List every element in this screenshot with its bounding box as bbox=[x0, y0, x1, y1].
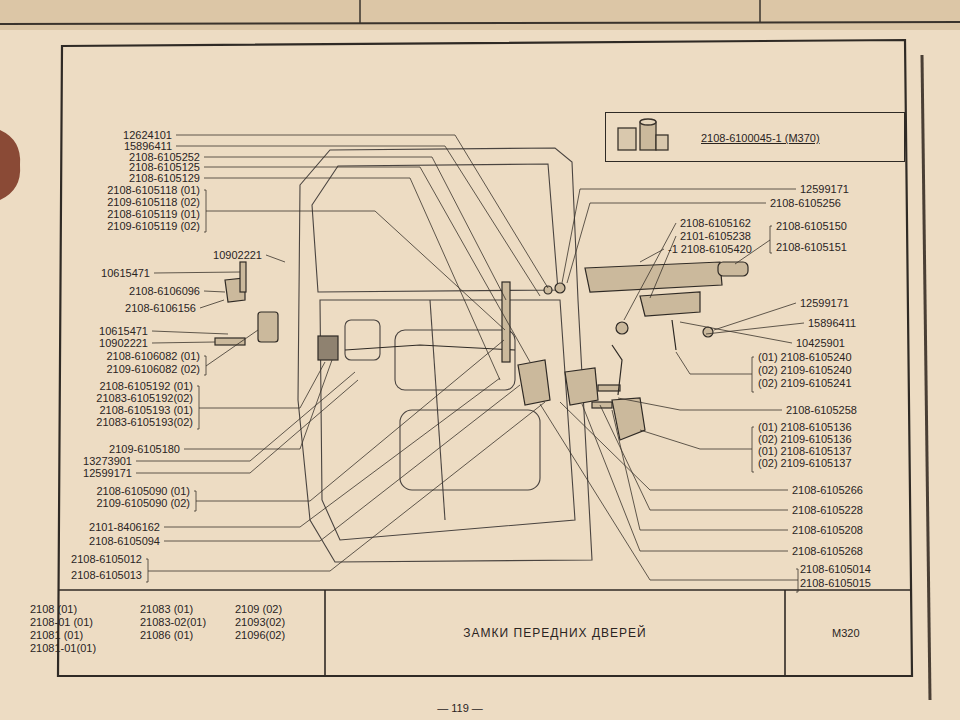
part-number: 2108-6105094 bbox=[89, 535, 160, 547]
sheet-code: М320 bbox=[832, 627, 860, 639]
part-number: 2108-6105162 bbox=[680, 217, 751, 229]
part-number: 15896411 bbox=[124, 140, 172, 152]
part-number: 2109-6105180 bbox=[109, 443, 180, 455]
part-number: 21083-6105193(02) bbox=[96, 416, 193, 428]
part-number: 2108-6106156 bbox=[125, 302, 196, 314]
page-frame bbox=[58, 40, 930, 700]
part-number: 2108-6105268 bbox=[792, 545, 863, 557]
part-number: 2108-6105150 bbox=[776, 220, 847, 232]
part-number: -1 2108-6105420 bbox=[668, 243, 752, 255]
model-code: 21086 (01) bbox=[140, 629, 193, 641]
part-number: (02) 2109-6105137 bbox=[758, 457, 852, 469]
part-number: (02) 2109-6105241 bbox=[758, 377, 852, 389]
model-code: 21083-02(01) bbox=[140, 616, 206, 628]
part-number: (01) 2108-6105240 bbox=[758, 351, 852, 363]
part-number: 2109-6105118 (02) bbox=[107, 196, 200, 208]
part-number: 2108-6105258 bbox=[786, 404, 857, 416]
part-number: 2108-6105119 (01) bbox=[107, 208, 200, 220]
sheet-title: ЗАМКИ ПЕРЕДНИХ ДВЕРЕЙ bbox=[463, 626, 646, 640]
part-number: 2108-6105193 (01) bbox=[99, 404, 193, 416]
part-number: 12624101 bbox=[123, 129, 172, 141]
part-number: 10425901 bbox=[796, 337, 845, 349]
model-code: 2109 (02) bbox=[235, 603, 282, 615]
part-number: 2108-6105118 (01) bbox=[107, 184, 200, 196]
page-number: — 119 — bbox=[437, 702, 483, 714]
part-number: 12599171 bbox=[800, 183, 849, 195]
part-number: 21083-6105192(02) bbox=[96, 392, 193, 404]
part-number: 10902221 bbox=[213, 249, 262, 261]
part-number: 2108-6105208 bbox=[792, 524, 863, 536]
model-code: 21096(02) bbox=[235, 629, 285, 641]
part-number: 2108-6105151 bbox=[776, 241, 847, 253]
part-number: 2108-6105090 (01) bbox=[96, 485, 190, 497]
part-number: 15896411 bbox=[808, 317, 856, 329]
part-number: 2108-6105129 bbox=[129, 172, 200, 184]
part-number: 2108-6105015 bbox=[800, 577, 871, 589]
part-number: 10615471 bbox=[101, 267, 150, 279]
leader-lines bbox=[136, 135, 804, 592]
part-number: 2108-6105013 bbox=[71, 569, 142, 581]
part-number: 2108-6105014 bbox=[800, 563, 871, 575]
model-code: 21083 (01) bbox=[140, 603, 193, 615]
model-code: 21081 (01) bbox=[30, 629, 83, 641]
part-number: 2108-6105266 bbox=[792, 484, 863, 496]
part-number: 2108-6106082 (01) bbox=[106, 350, 200, 362]
part-number: 13273901 bbox=[83, 455, 132, 467]
model-code: 21093(02) bbox=[235, 616, 285, 628]
part-number: 2108-6106096 bbox=[129, 285, 200, 297]
part-number: 2109-6105119 (02) bbox=[107, 220, 200, 232]
door-outline bbox=[298, 148, 592, 562]
model-code: 2108 (01) bbox=[30, 603, 77, 615]
part-number: 2108-6105125 bbox=[129, 161, 200, 173]
part-number: 2109-6106082 (02) bbox=[106, 363, 200, 375]
inset-box: 2108-6100045-1 (М370) bbox=[605, 112, 905, 162]
part-number: (01) 2108-6105137 bbox=[758, 445, 852, 457]
part-number: 2108-6105012 bbox=[71, 553, 142, 565]
part-number: 2109-6105090 (02) bbox=[96, 497, 190, 509]
inset-icon bbox=[618, 119, 668, 150]
part-number: (02) 2109-6105136 bbox=[758, 433, 852, 445]
part-number: 2101-6105238 bbox=[680, 230, 751, 242]
part-number: 12599171 bbox=[83, 467, 132, 479]
part-number: (02) 2109-6105240 bbox=[758, 364, 852, 376]
part-number: 2108-6105228 bbox=[792, 504, 863, 516]
model-code: 2108-01 (01) bbox=[30, 616, 93, 628]
part-number: 2108-6105256 bbox=[770, 197, 841, 209]
part-number: 2108-6105192 (01) bbox=[99, 380, 193, 392]
part-number: 2101-8406162 bbox=[89, 521, 160, 533]
part-number: 10615471 bbox=[99, 325, 148, 337]
assembly-number: 2108-6100045-1 (М370) bbox=[701, 132, 820, 144]
part-number: 10902221 bbox=[99, 337, 148, 349]
lock-parts bbox=[215, 262, 748, 440]
part-number: (01) 2108-6105136 bbox=[758, 421, 852, 433]
model-code: 21081-01(01) bbox=[30, 642, 96, 654]
part-number: 12599171 bbox=[800, 297, 849, 309]
